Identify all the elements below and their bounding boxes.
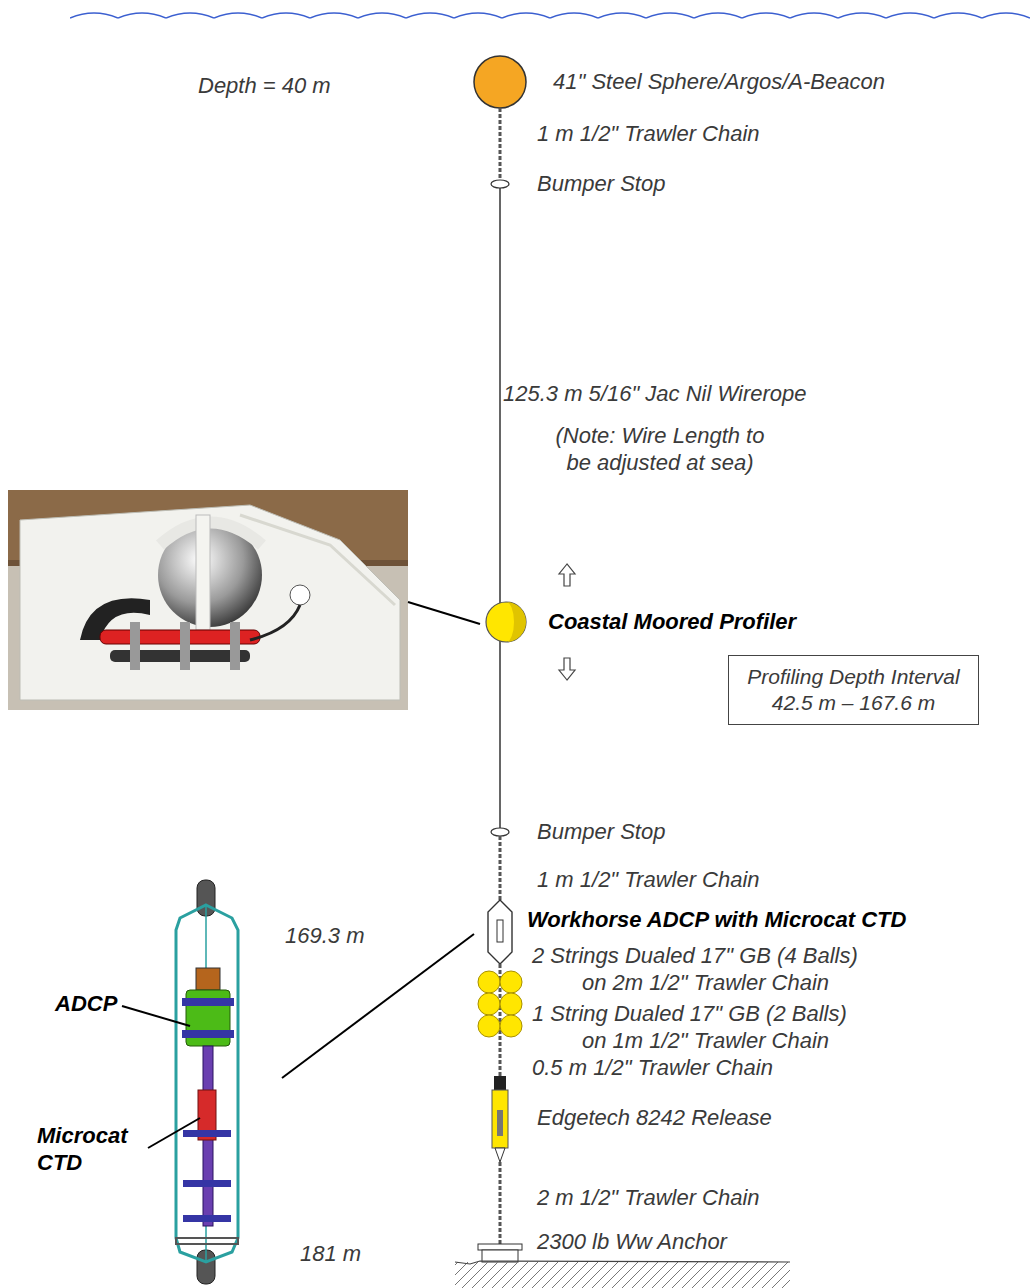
release-top	[494, 1076, 506, 1090]
leader-line	[282, 934, 474, 1078]
release-detail	[497, 1110, 503, 1136]
note-label: (Note: Wire Length to be adjusted at sea…	[554, 422, 766, 476]
chain-label: 1 m 1/2" Trawler Chain	[537, 120, 760, 147]
anchor	[482, 1250, 518, 1262]
steel-sphere	[474, 56, 526, 108]
release-label: Edgetech 8242 Release	[537, 1104, 772, 1131]
profiler-shade	[506, 602, 526, 642]
release-hook	[495, 1148, 505, 1162]
chain-label: 2 m 1/2" Trawler Chain	[537, 1184, 760, 1211]
chain-label: 1 m 1/2" Trawler Chain	[537, 866, 760, 893]
depth-interval-box: Profiling Depth Interval 42.5 m – 167.6 …	[728, 655, 979, 725]
chain	[499, 836, 502, 900]
bumper-stop-label: Bumper Stop	[537, 818, 665, 845]
depth-label: 181 m	[300, 1240, 361, 1267]
adcp-housing-detail	[497, 920, 503, 942]
depth-label: 169.3 m	[285, 922, 365, 949]
acoustic-release	[492, 1090, 508, 1148]
wire-rope	[499, 188, 501, 828]
anchor-label: 2300 lb Ww Anchor	[537, 1228, 727, 1255]
bumper-stop	[491, 180, 509, 188]
profiler	[486, 602, 526, 642]
wire-label: 125.3 m 5/16" Jac Nil Wirerope	[503, 380, 807, 407]
leader-line	[148, 1118, 200, 1148]
part-label: ADCP	[55, 990, 117, 1017]
up-arrow	[559, 564, 575, 586]
chain	[499, 108, 502, 180]
depth-label: Depth = 40 m	[198, 72, 331, 99]
down-arrow	[559, 658, 575, 680]
bumper-stop	[491, 828, 509, 836]
part-label: Microcat CTD	[37, 1122, 131, 1176]
instrument-label: Workhorse ADCP with Microcat CTD	[527, 906, 906, 933]
chain-label: 0.5 m 1/2" Trawler Chain	[532, 1054, 773, 1081]
sea-surface	[70, 0, 1030, 24]
leader-line	[408, 602, 480, 624]
adcp-cage-illustration	[176, 880, 238, 1284]
leader-line	[122, 1006, 190, 1026]
adcp-housing	[488, 900, 512, 964]
anchor	[478, 1244, 522, 1250]
float-label: 2 Strings Dualed 17" GB (4 Balls) on 2m …	[532, 942, 861, 996]
float-label: 41" Steel Sphere/Argos/A-Beacon	[553, 68, 885, 95]
profiler-label: Coastal Moored Profiler	[548, 608, 796, 635]
box-text: Profiling Depth Interval 42.5 m – 167.6 …	[746, 664, 962, 716]
profiler-photo	[8, 490, 408, 710]
seabed	[455, 1262, 790, 1288]
glass-balls	[478, 971, 522, 1037]
float-label: 1 String Dualed 17" GB (2 Balls) on 1m 1…	[532, 1000, 850, 1054]
seabed-line	[455, 1261, 790, 1264]
bumper-stop-label: Bumper Stop	[537, 170, 665, 197]
chain	[499, 1162, 502, 1244]
